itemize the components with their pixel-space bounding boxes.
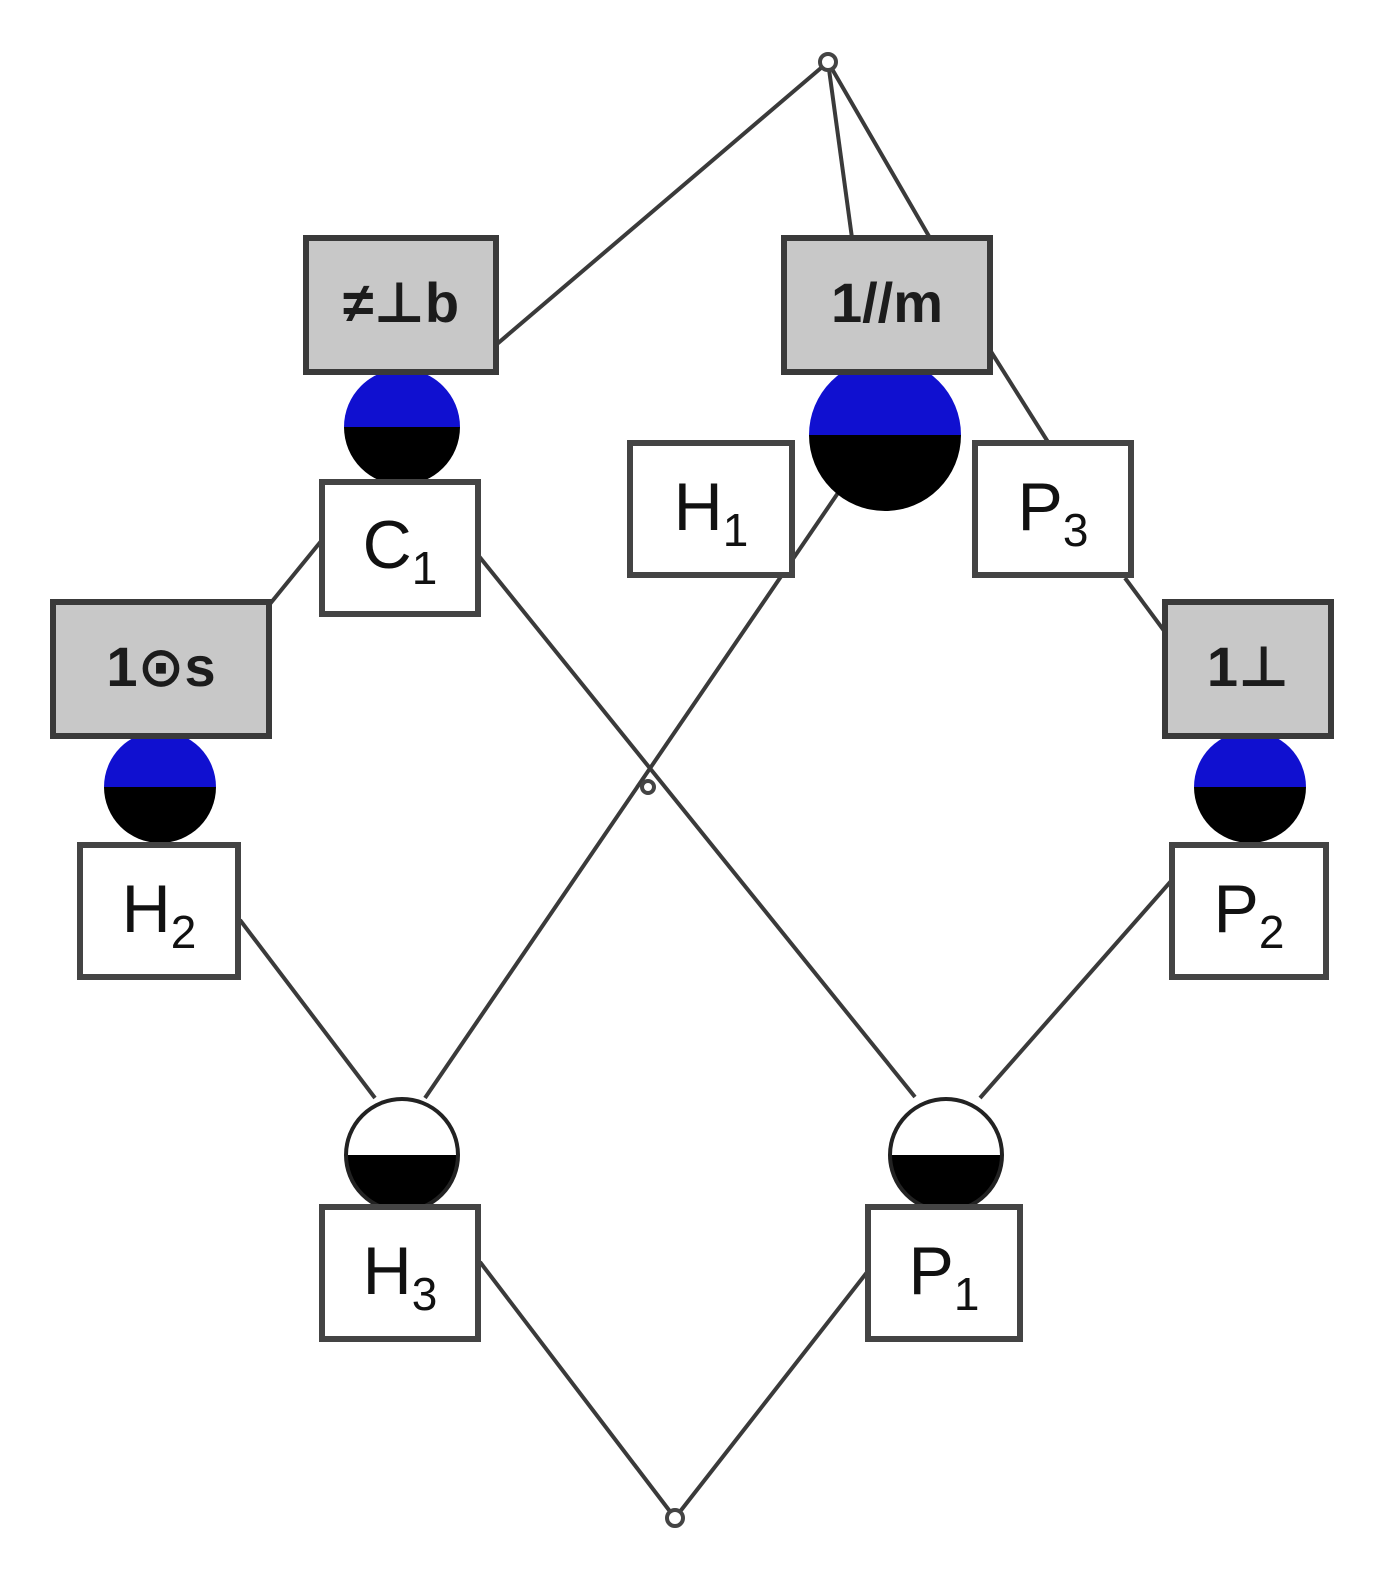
attribute-box-a2: 1//m	[781, 235, 993, 375]
edge-top-to-a1	[488, 60, 830, 352]
object-box-h1: H1	[627, 440, 795, 578]
filled-concept-circle-icon	[809, 359, 961, 511]
edge-top-to-a2-left	[826, 61, 854, 239]
edge-ball2-to-h3	[423, 488, 842, 1100]
filled-concept-circle-icon	[1194, 731, 1306, 843]
object-label: P	[909, 1233, 954, 1309]
object-box-p2: P2	[1169, 842, 1329, 980]
attribute-label: 1//m	[831, 271, 943, 334]
svg-text:H3: H3	[363, 1233, 438, 1320]
object-label: C	[363, 507, 412, 583]
object-subscript: 1	[954, 1268, 980, 1320]
object-subscript: 1	[723, 504, 749, 556]
object-subscript: 3	[412, 1268, 438, 1320]
half-filled-concept-circle-icon	[344, 1097, 460, 1213]
object-label: H	[363, 1233, 412, 1309]
edge-h3-to-bottom	[478, 1260, 677, 1520]
object-box-p1: P1	[865, 1204, 1023, 1342]
lattice-point-icon	[818, 52, 838, 72]
svg-text:C1: C1	[363, 507, 438, 594]
attribute-label: 1⊙s	[106, 635, 215, 698]
edge-p1-to-bottom	[673, 1260, 877, 1520]
edge-a2-to-p3	[988, 348, 1050, 444]
object-box-p3: P3	[972, 440, 1134, 578]
object-subscript: 2	[171, 906, 197, 958]
attribute-box-a4: 1⊥	[1162, 599, 1334, 739]
object-subscript: 1	[412, 542, 438, 594]
edge-h2-to-h3	[238, 918, 377, 1100]
svg-text:H2: H2	[122, 871, 197, 958]
object-label: H	[674, 469, 723, 545]
attribute-box-a3: 1⊙s	[50, 599, 272, 739]
edge-p3-to-a4	[1123, 576, 1167, 634]
edge-p2-to-p1	[978, 878, 1174, 1100]
lattice-point-icon	[640, 779, 656, 795]
lattice-point-icon	[665, 1508, 685, 1528]
lattice-edges	[238, 60, 1174, 1520]
svg-text:P3: P3	[1018, 469, 1089, 556]
object-box-h2: H2	[77, 842, 241, 980]
filled-concept-circle-icon	[104, 731, 216, 843]
object-subscript: 3	[1063, 504, 1089, 556]
svg-text:H1: H1	[674, 469, 749, 556]
svg-text:P2: P2	[1214, 871, 1285, 958]
half-filled-concept-circle-icon	[888, 1097, 1004, 1213]
attribute-box-a1: ≠⊥b	[303, 235, 499, 375]
object-label: H	[122, 871, 171, 947]
edge-top-to-a2-right	[826, 60, 932, 240]
object-box-h3: H3	[319, 1204, 481, 1342]
object-label: P	[1018, 469, 1063, 545]
svg-text:P1: P1	[909, 1233, 980, 1320]
object-subscript: 2	[1259, 906, 1285, 958]
attribute-label: 1⊥	[1207, 635, 1289, 698]
attribute-label: ≠⊥b	[343, 271, 459, 334]
filled-concept-circle-icon	[344, 369, 460, 485]
object-box-c1: C1	[319, 479, 481, 617]
edge-c1-to-p1	[476, 553, 917, 1099]
edge-c1-to-a3	[263, 538, 324, 612]
object-label: P	[1214, 871, 1259, 947]
